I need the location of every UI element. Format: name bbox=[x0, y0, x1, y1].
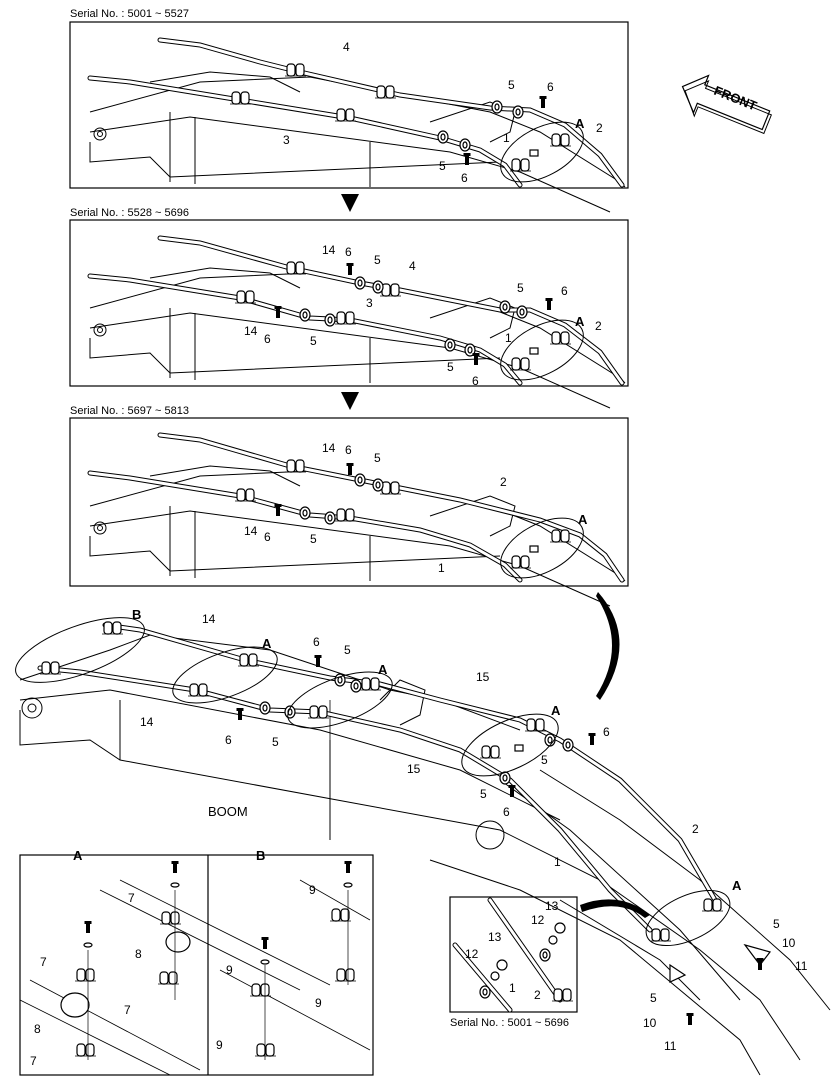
svg-text:5: 5 bbox=[447, 360, 454, 374]
svg-text:5: 5 bbox=[374, 451, 381, 465]
svg-text:A: A bbox=[262, 636, 272, 651]
svg-text:5: 5 bbox=[650, 991, 657, 1005]
svg-text:6: 6 bbox=[345, 245, 352, 259]
svg-text:5: 5 bbox=[310, 532, 317, 546]
svg-text:B: B bbox=[256, 848, 265, 863]
svg-text:8: 8 bbox=[34, 1022, 41, 1036]
svg-text:B: B bbox=[132, 607, 141, 622]
svg-text:13: 13 bbox=[545, 899, 559, 913]
svg-text:14: 14 bbox=[244, 524, 258, 538]
svg-text:A: A bbox=[73, 848, 83, 863]
svg-text:3: 3 bbox=[283, 133, 290, 147]
svg-text:5: 5 bbox=[272, 735, 279, 749]
svg-text:4: 4 bbox=[343, 40, 350, 54]
svg-text:7: 7 bbox=[40, 955, 47, 969]
svg-text:6: 6 bbox=[603, 725, 610, 739]
inset-arrow-icon bbox=[580, 899, 650, 918]
svg-text:6: 6 bbox=[264, 530, 271, 544]
svg-text:14: 14 bbox=[202, 612, 216, 626]
curved-arrow-icon bbox=[596, 592, 620, 700]
svg-text:2: 2 bbox=[692, 822, 699, 836]
down-arrow-icon bbox=[341, 194, 359, 212]
svg-text:8: 8 bbox=[135, 947, 142, 961]
svg-text:5: 5 bbox=[508, 78, 515, 92]
svg-text:1: 1 bbox=[503, 131, 510, 145]
svg-text:2: 2 bbox=[500, 475, 507, 489]
svg-text:11: 11 bbox=[664, 1039, 677, 1053]
svg-text:9: 9 bbox=[309, 883, 316, 897]
svg-text:A: A bbox=[551, 703, 561, 718]
svg-text:1: 1 bbox=[509, 981, 516, 995]
svg-text:10: 10 bbox=[782, 936, 796, 950]
svg-text:13: 13 bbox=[488, 930, 502, 944]
svg-text:5: 5 bbox=[480, 787, 487, 801]
svg-text:11: 11 bbox=[795, 959, 808, 973]
panel-serial-5001-5527 bbox=[69, 21, 629, 213]
svg-text:6: 6 bbox=[472, 374, 479, 388]
svg-text:12: 12 bbox=[465, 947, 479, 961]
svg-text:6: 6 bbox=[264, 332, 271, 346]
svg-text:6: 6 bbox=[547, 80, 554, 94]
svg-text:15: 15 bbox=[476, 670, 490, 684]
panel-serial-5528-5696 bbox=[69, 219, 629, 409]
panel-serial-5697-5813 bbox=[69, 417, 629, 607]
svg-text:3: 3 bbox=[366, 296, 373, 310]
svg-text:5: 5 bbox=[541, 753, 548, 767]
svg-text:15: 15 bbox=[407, 762, 421, 776]
svg-text:9: 9 bbox=[226, 963, 233, 977]
svg-text:5: 5 bbox=[310, 334, 317, 348]
svg-text:6: 6 bbox=[461, 171, 468, 185]
serial-label-2: Serial No. : 5528 ~ 5696 bbox=[70, 207, 189, 219]
svg-text:4: 4 bbox=[409, 259, 416, 273]
boom-label: BOOM bbox=[208, 804, 248, 819]
serial-label-1: Serial No. : 5001 ~ 5527 bbox=[70, 8, 189, 20]
svg-text:5: 5 bbox=[517, 281, 524, 295]
svg-text:1: 1 bbox=[554, 855, 561, 869]
svg-text:A: A bbox=[378, 662, 388, 677]
svg-text:1: 1 bbox=[438, 561, 445, 575]
svg-text:5: 5 bbox=[773, 917, 780, 931]
serial-label-3: Serial No. : 5697 ~ 5813 bbox=[70, 405, 189, 417]
svg-text:6: 6 bbox=[225, 733, 232, 747]
svg-text:9: 9 bbox=[315, 996, 322, 1010]
svg-text:7: 7 bbox=[30, 1054, 37, 1068]
svg-text:6: 6 bbox=[561, 284, 568, 298]
front-arrow-icon bbox=[681, 74, 773, 135]
svg-text:14: 14 bbox=[322, 243, 336, 257]
svg-text:5: 5 bbox=[344, 643, 351, 657]
svg-text:2: 2 bbox=[595, 319, 602, 333]
svg-text:7: 7 bbox=[128, 891, 135, 905]
svg-text:7: 7 bbox=[124, 1003, 131, 1017]
svg-text:2: 2 bbox=[534, 988, 541, 1002]
main-boom bbox=[15, 617, 831, 1076]
svg-text:14: 14 bbox=[140, 715, 154, 729]
part-number-callouts: 4 3 5 6 1 2 5 6 14 6 5 4 3 5 6 2 1 14 6 … bbox=[30, 40, 808, 1068]
svg-text:2: 2 bbox=[596, 121, 603, 135]
svg-text:A: A bbox=[575, 116, 585, 131]
detail-letters: A A A B A A A A A B bbox=[73, 116, 742, 893]
svg-text:9: 9 bbox=[216, 1038, 223, 1052]
svg-text:5: 5 bbox=[374, 253, 381, 267]
detail-box bbox=[19, 854, 374, 1076]
svg-text:6: 6 bbox=[313, 635, 320, 649]
svg-text:6: 6 bbox=[503, 805, 510, 819]
svg-text:10: 10 bbox=[643, 1016, 657, 1030]
svg-text:A: A bbox=[578, 512, 588, 527]
serial-label-4: Serial No. : 5001 ~ 5696 bbox=[450, 1017, 569, 1029]
svg-text:1: 1 bbox=[505, 331, 512, 345]
down-arrow-icon bbox=[341, 392, 359, 410]
svg-text:14: 14 bbox=[244, 324, 258, 338]
svg-text:5: 5 bbox=[439, 159, 446, 173]
svg-text:A: A bbox=[575, 314, 585, 329]
svg-text:12: 12 bbox=[531, 913, 545, 927]
svg-text:6: 6 bbox=[345, 443, 352, 457]
inset-detail bbox=[449, 896, 578, 1013]
svg-text:14: 14 bbox=[322, 441, 336, 455]
svg-text:A: A bbox=[732, 878, 742, 893]
